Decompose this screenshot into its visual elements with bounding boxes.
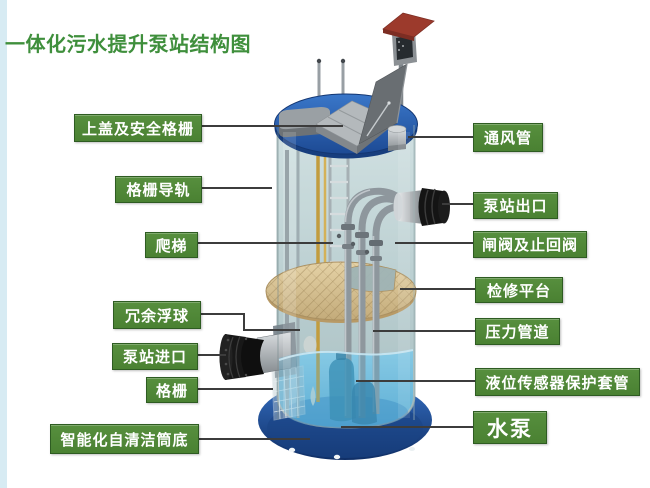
bolt-hole xyxy=(409,447,415,451)
leader-vent-pipe xyxy=(408,136,473,138)
float-balls xyxy=(303,336,317,406)
water-surface xyxy=(278,349,414,361)
bolt-hole xyxy=(333,454,341,460)
label-grille: 格栅 xyxy=(146,377,198,403)
label-station-inlet: 泵站进口 xyxy=(112,343,198,370)
label-ladder: 爬梯 xyxy=(145,232,198,258)
label-grille-guide-rail: 格栅导轨 xyxy=(115,176,202,203)
leader-float-h2 xyxy=(243,329,300,331)
label-station-outlet: 泵站出口 xyxy=(473,192,558,219)
left-edge-strip xyxy=(0,0,7,488)
ventilation-pipe xyxy=(387,125,407,151)
leader-grille-guide-rail xyxy=(200,187,272,189)
leader-top-cover xyxy=(200,125,343,127)
submersible-pumps xyxy=(328,352,377,425)
open-hatch xyxy=(315,63,408,154)
leader-valves xyxy=(395,242,473,244)
leader-station-outlet xyxy=(442,203,473,205)
label-water-pump: 水泵 xyxy=(473,411,547,444)
leader-sensor-sleeve xyxy=(356,380,475,382)
bolt-hole xyxy=(288,447,296,453)
leader-pressure-pipe xyxy=(373,330,475,332)
label-redundant-float: 冗余浮球 xyxy=(113,301,201,329)
leader-float-h1 xyxy=(199,313,245,315)
label-service-platform: 检修平台 xyxy=(475,277,563,303)
top-cover-assembly xyxy=(274,12,435,159)
water-tint xyxy=(279,349,413,427)
control-box xyxy=(382,12,435,66)
station-outlet-flange xyxy=(393,188,450,226)
leader-float-v xyxy=(243,313,245,331)
glass-highlights xyxy=(277,125,415,420)
label-vent-pipe: 通风管 xyxy=(473,123,543,152)
label-sensor-sleeve: 液位传感器保护套管 xyxy=(475,368,640,396)
label-self-clean-bottom: 智能化自清洁筒底 xyxy=(50,424,199,454)
leader-station-inlet xyxy=(196,354,226,356)
label-valves: 闸阀及止回阀 xyxy=(473,231,587,258)
leader-water-pump xyxy=(341,426,473,428)
leader-grille xyxy=(196,388,273,390)
pump-station-illustration xyxy=(219,12,450,460)
page-title: 一体化污水提升泵站结构图 xyxy=(5,34,251,56)
gate-and-check-valves xyxy=(336,224,383,261)
label-top-cover: 上盖及安全格栅 xyxy=(74,114,202,142)
leader-service-platform xyxy=(400,288,475,290)
station-inlet-flange xyxy=(219,331,292,380)
label-pressure-pipe: 压力管道 xyxy=(475,318,560,345)
hatch-prop-rod xyxy=(366,102,390,137)
leader-ladder xyxy=(196,242,333,244)
leader-self-clean-bottom xyxy=(197,438,310,440)
